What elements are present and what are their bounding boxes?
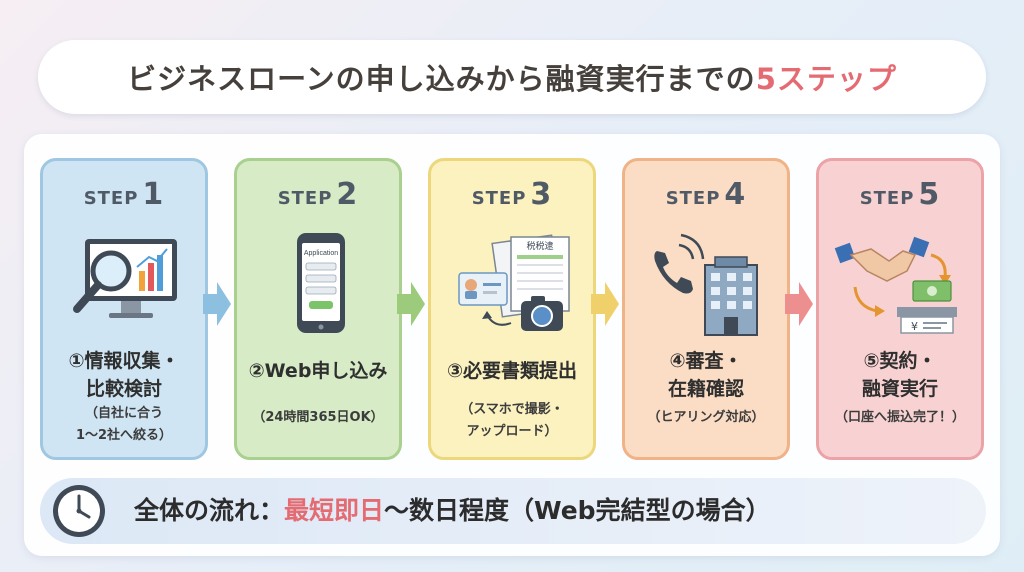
step-number: 5 bbox=[918, 177, 941, 212]
title-text: ビジネスローンの申し込みから融資実行までの bbox=[127, 62, 756, 96]
page-title: ビジネスローンの申し込みから融資実行までの5ステップ bbox=[127, 56, 897, 98]
step-word: STEP bbox=[277, 188, 333, 209]
summary-prefix: 全体の流れ： bbox=[134, 496, 285, 525]
step-word: STEP bbox=[83, 188, 139, 209]
step-number: 3 bbox=[530, 177, 553, 212]
step-name-1: ①情報収集・ 比較検討 bbox=[68, 350, 180, 400]
step-name-3: ③必要書類提出 bbox=[446, 360, 578, 382]
phone-building-icon bbox=[654, 233, 758, 336]
step-note-2: （24時間365日OK） bbox=[252, 410, 384, 425]
doc-label: 税税逮 bbox=[526, 240, 553, 252]
step-word: STEP bbox=[665, 188, 721, 209]
step-note-5: （口座へ振込完了！） bbox=[834, 410, 965, 425]
step-name-5: ⑤契約・ 融資実行 bbox=[861, 350, 938, 400]
step-note-3: （スマホで撮影・ アップロード） bbox=[460, 402, 564, 439]
arrow-right-icon bbox=[203, 282, 231, 326]
handshake-money-icon: ¥ bbox=[834, 236, 957, 334]
magnifier-chart-icon bbox=[73, 239, 177, 318]
step-note-1: （自社に合う 1〜2社へ絞る） bbox=[75, 406, 173, 443]
step-note-4: （ヒアリング対応） bbox=[647, 410, 765, 425]
summary-suffix: 〜数日程度（Web完結型の場合） bbox=[384, 496, 771, 525]
title-accent: 5ステップ bbox=[755, 62, 897, 96]
clock-icon bbox=[53, 485, 105, 537]
yen-label: ¥ bbox=[911, 320, 918, 333]
summary-highlight: 最短即日 bbox=[284, 496, 385, 525]
arrow-right-icon bbox=[591, 282, 619, 326]
step-number: 4 bbox=[724, 177, 747, 212]
summary-bar: 全体の流れ：最短即日〜数日程度（Web完結型の場合） bbox=[40, 478, 986, 544]
app-label: Application bbox=[304, 250, 338, 257]
step-number: 2 bbox=[336, 177, 359, 212]
step-word: STEP bbox=[471, 188, 527, 209]
arrow-right-icon bbox=[785, 282, 813, 326]
title-banner: ビジネスローンの申し込みから融資実行までの5ステップ bbox=[38, 40, 986, 114]
step-word: STEP bbox=[859, 188, 915, 209]
step-name-4: ④審査・ 在籍確認 bbox=[667, 350, 744, 400]
step-name-2: ②Web申し込み bbox=[248, 360, 388, 382]
arrow-right-icon bbox=[397, 282, 425, 326]
summary-text: 全体の流れ：最短即日〜数日程度（Web完結型の場合） bbox=[134, 478, 771, 544]
step-number: 1 bbox=[142, 177, 165, 212]
smartphone-application-icon: Application bbox=[297, 233, 345, 333]
documents-camera-icon: 税税逮 bbox=[458, 234, 570, 331]
